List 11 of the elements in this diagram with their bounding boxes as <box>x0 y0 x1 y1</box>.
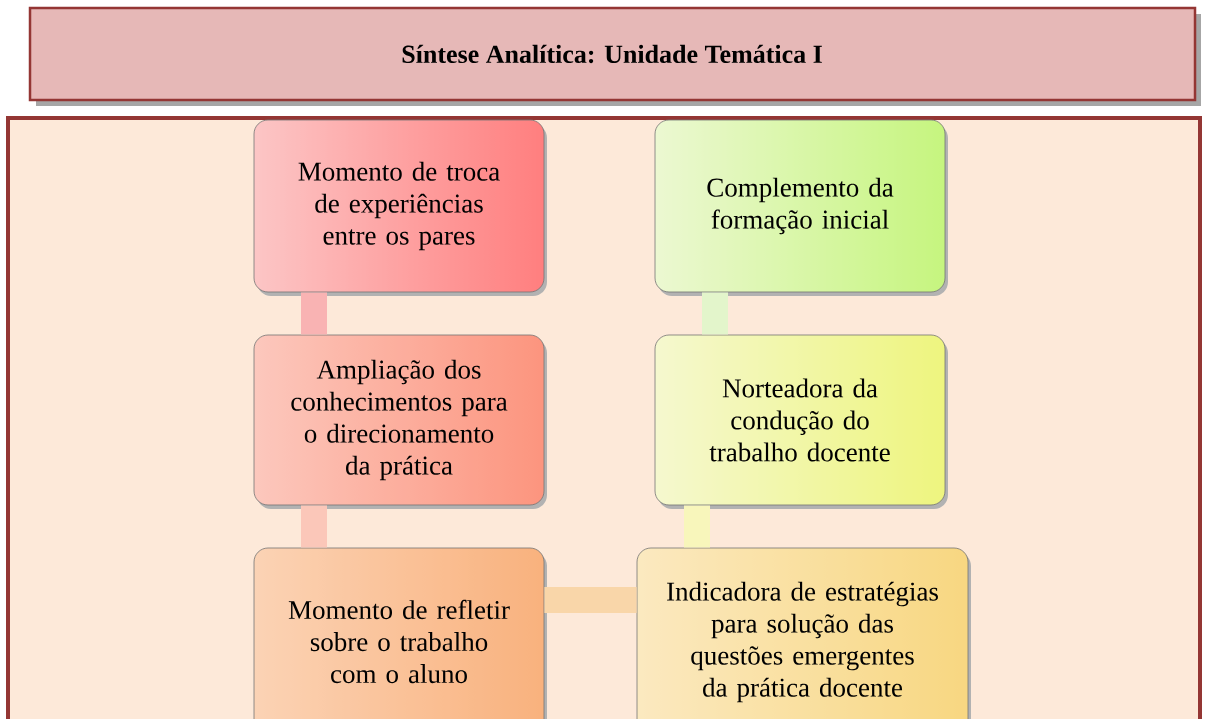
connector <box>301 505 327 548</box>
rounded-box: Momento de refletir sobre o trabalho com o aluno <box>253 547 547 719</box>
rounded-box: Indicadora de estratégias para solução das questões emergentes da prática docente <box>636 547 971 719</box>
rounded-box: Complemento da formação inicial <box>654 119 948 296</box>
rounded-box: Ampliação dos conhecimentos para o direcionamento da prática <box>253 334 547 509</box>
rounded-box: Momento de troca de experiências entre os pares <box>253 119 547 296</box>
rounded-box: Norteadora da condução do trabalho docente <box>654 334 948 509</box>
connector <box>301 292 327 335</box>
connector <box>702 292 728 335</box>
title-banner: Síntese Analítica: Unidade Temática I <box>28 6 1201 106</box>
connector <box>684 505 710 548</box>
